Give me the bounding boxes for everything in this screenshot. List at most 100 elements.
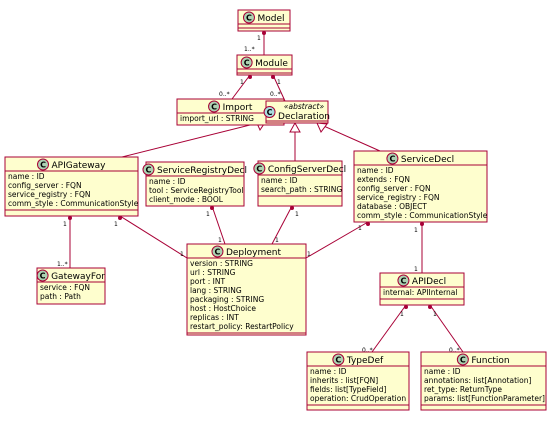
class-attribute: packaging : STRING xyxy=(190,295,264,304)
class-circle-icon xyxy=(142,163,155,176)
class-attribute: comm_style : CommunicationStyle xyxy=(357,211,488,220)
class-letter: C xyxy=(215,248,221,257)
class-attribute: import_url : STRING xyxy=(180,114,254,123)
class-letter: C xyxy=(211,103,217,112)
class-attribute: path : Path xyxy=(40,292,81,301)
class-attribute: name : ID xyxy=(149,177,186,186)
edge-apidecl-function xyxy=(429,304,464,353)
class-attribute: fields: list[TypeField] xyxy=(310,385,386,394)
edge-apidecl-typedef xyxy=(371,304,407,353)
composition-dot xyxy=(290,206,294,210)
class-attribute: operation: CrudOperation xyxy=(310,394,406,403)
class-letter: C xyxy=(244,59,250,68)
multiplicity: 1 xyxy=(277,79,281,86)
class-name: GatewayFor xyxy=(51,272,105,282)
class-circle-icon xyxy=(253,162,266,175)
class-name: TypeDef xyxy=(346,356,384,366)
class-attribute: name : ID xyxy=(424,367,461,376)
class-name: Model xyxy=(257,14,284,24)
class-attribute: search_path : STRING xyxy=(261,185,342,194)
multiplicity: 0..* xyxy=(219,91,230,98)
class-circle-icon xyxy=(240,56,253,69)
class-box-frame xyxy=(257,160,343,207)
composition-dot xyxy=(248,75,252,79)
class-stereotype: «abstract» xyxy=(284,102,325,111)
multiplicity: 1 xyxy=(257,35,261,42)
class-circle-icon xyxy=(332,353,345,366)
class-attribute: database : OBJECT xyxy=(357,202,427,211)
class-attribute: config_server : FQN xyxy=(8,181,82,190)
class-attribute: tool : ServiceRegistryTool xyxy=(149,186,244,195)
class-attribute: config_server : FQN xyxy=(357,184,431,193)
class-box-frame xyxy=(186,243,307,336)
class-circle-icon xyxy=(208,100,221,113)
class-attribute: params: list[FunctionParameter] xyxy=(424,394,545,403)
multiplicity: 1 xyxy=(275,237,279,244)
edge-apigateway-deployment xyxy=(119,215,188,259)
inheritance-arrow xyxy=(289,121,301,133)
abstract-class-circle-icon xyxy=(263,106,276,118)
composition-dot xyxy=(210,206,214,210)
class-letter: C xyxy=(400,277,406,286)
class-name: APIGateway xyxy=(52,161,107,171)
edge-serviceregistry-deployment xyxy=(211,205,226,245)
class-attribute: version : STRING xyxy=(190,259,253,268)
class-attribute: internal: APIInternal xyxy=(383,288,457,297)
class-attribute: ret_type: ReturnType xyxy=(424,385,502,394)
edge-servicedecl-declaration xyxy=(316,122,381,152)
class-name: ServiceDecl xyxy=(401,155,454,165)
composition-markers xyxy=(68,31,432,309)
multiplicity-labels: 1 1..* 1 0..* 1 0..* 1 1..* 1 1 1 1 1 1 … xyxy=(57,35,460,354)
class-circle-icon xyxy=(386,152,399,165)
class-name: Declaration xyxy=(278,112,330,122)
multiplicity: 1 xyxy=(414,227,418,234)
class-letter: C xyxy=(246,14,252,23)
multiplicity: 0..* xyxy=(270,91,281,98)
class-circle-icon xyxy=(242,11,255,24)
multiplicity: 1 xyxy=(206,211,210,218)
multiplicity: 1..* xyxy=(57,261,68,268)
class-circle-icon xyxy=(456,353,469,366)
class-name: Deployment xyxy=(226,248,282,258)
class-attribute: extends : FQN xyxy=(357,175,410,184)
class-letter: C xyxy=(267,108,273,117)
class-name: ServiceRegistryDecl xyxy=(157,166,247,176)
class-box-declaration: Declaration C «abstract» xyxy=(263,100,330,124)
class-box-frame xyxy=(4,156,139,217)
multiplicity: 1 xyxy=(307,251,311,258)
multiplicity: 1..* xyxy=(244,46,255,53)
class-box-model: Model C xyxy=(237,9,291,32)
composition-dot xyxy=(366,222,370,226)
class-name: Import xyxy=(223,103,253,113)
class-attribute: host : HostChoice xyxy=(190,304,256,313)
class-attribute: comm_style : CommunicationStyle xyxy=(8,199,139,208)
class-attribute: name : ID xyxy=(8,172,45,181)
composition-dot xyxy=(118,216,122,220)
multiplicity: 1 xyxy=(180,251,184,258)
multiplicity: 1 xyxy=(414,266,418,273)
composition-dot xyxy=(262,31,266,35)
class-name: Function xyxy=(471,356,509,366)
class-box-frame xyxy=(379,272,465,306)
class-letter: C xyxy=(146,166,152,175)
class-box-frame xyxy=(145,161,245,207)
class-letter: C xyxy=(460,356,466,365)
multiplicity: 1 xyxy=(63,221,67,228)
class-attribute: service_registry : FQN xyxy=(357,193,440,202)
class-attribute: inherits : list[FQN] xyxy=(310,376,378,385)
class-name: ConfigServerDecl xyxy=(268,165,346,175)
class-attribute: lang : STRING xyxy=(190,286,242,295)
class-letter: C xyxy=(389,155,395,164)
class-letter: C xyxy=(40,161,46,170)
class-attribute: restart_policy: RestartPolicy xyxy=(190,322,294,331)
